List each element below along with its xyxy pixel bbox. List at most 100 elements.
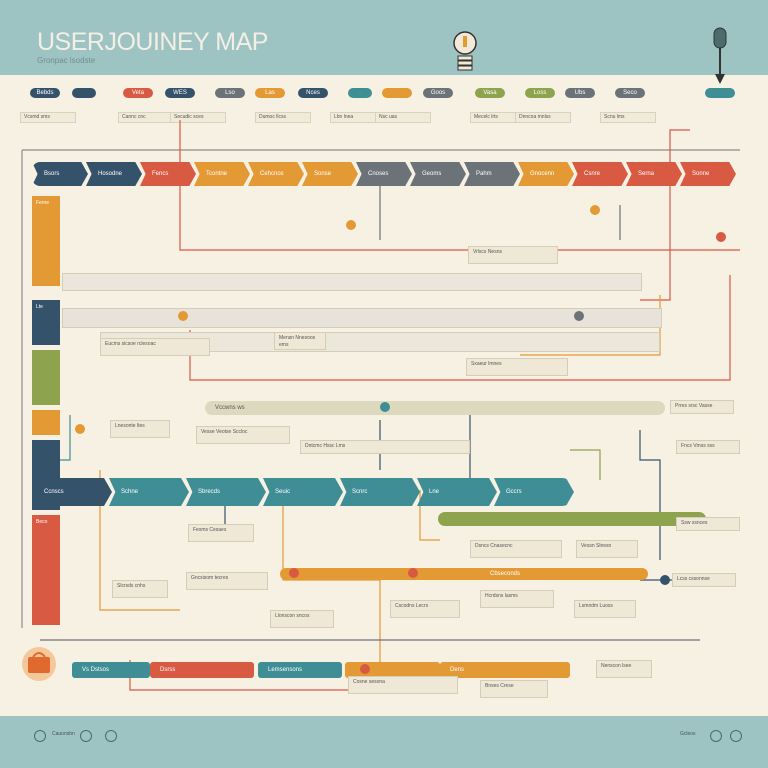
touchpoint-marker[interactable] bbox=[360, 664, 370, 674]
note-card[interactable]: Fesms Cesaes bbox=[188, 524, 254, 542]
touchpoint-marker[interactable] bbox=[408, 568, 418, 578]
note-card[interactable]: Lnesonte ltes bbox=[110, 420, 170, 438]
footer-band bbox=[0, 716, 768, 768]
touchpoint-marker[interactable] bbox=[346, 220, 356, 230]
note-card[interactable]: Nenscon lsee bbox=[596, 660, 652, 678]
note-card[interactable]: Hcrdsns lasms bbox=[480, 590, 554, 608]
note-card[interactable]: Lsmndm Luoss bbox=[574, 600, 636, 618]
top-pill[interactable]: Vasa bbox=[475, 88, 505, 98]
top-pill[interactable] bbox=[348, 88, 372, 98]
footer-label: Cauonsbn bbox=[52, 731, 75, 737]
page-subtitle: Gronpac lsodste bbox=[37, 56, 96, 65]
touchpoint-marker[interactable] bbox=[574, 311, 584, 321]
touchpoint-marker[interactable] bbox=[590, 205, 600, 215]
home-icon[interactable] bbox=[34, 730, 46, 742]
right-note: Lcss cssonnse bbox=[672, 573, 736, 587]
stage-lane-segment[interactable]: Tcontne bbox=[194, 162, 250, 186]
orange-band-label: Cbseconds bbox=[490, 571, 521, 577]
note-card[interactable]: Cscodns Lecrs bbox=[390, 600, 460, 618]
stage-lane-segment[interactable]: Geoms bbox=[410, 162, 466, 186]
note-card[interactable]: Bnses Crese bbox=[480, 680, 548, 698]
stage-lane-segment[interactable]: Cnoses bbox=[356, 162, 412, 186]
note-card[interactable]: Dsncs Cnasecnc bbox=[470, 540, 562, 558]
stage-lane-segment[interactable]: Fencs bbox=[140, 162, 196, 186]
top-pill[interactable]: WES bbox=[165, 88, 195, 98]
note-card[interactable]: Sxaeur lmnes bbox=[466, 358, 568, 376]
note-card[interactable]: Dntcmc Hssc Lms bbox=[300, 440, 470, 454]
note-card[interactable]: Mensn Nnesoos ems bbox=[274, 332, 326, 350]
stage-tag: Dumoc llcss bbox=[255, 112, 311, 123]
note-card[interactable]: Slcrsds cnhs bbox=[112, 580, 168, 598]
teal-lane-segment[interactable]: Scnrc bbox=[340, 478, 420, 506]
bottom-lane-segment[interactable]: Lemsensons bbox=[258, 662, 342, 678]
top-pill[interactable]: Goos bbox=[423, 88, 453, 98]
note-card[interactable]: Vessn Slnesn bbox=[576, 540, 638, 558]
stage-tag: Scnu lms bbox=[600, 112, 656, 123]
teal-lane-segment[interactable]: Sbrecds bbox=[186, 478, 266, 506]
top-pill[interactable]: Lso bbox=[215, 88, 245, 98]
microphone-icon bbox=[713, 27, 727, 84]
top-pill[interactable]: Ubs bbox=[565, 88, 595, 98]
bottom-lane-segment[interactable]: Vs Dstsos bbox=[72, 662, 150, 678]
touchpoint-marker[interactable] bbox=[660, 575, 670, 585]
stage-lane-segment[interactable]: Gnocenn bbox=[518, 162, 574, 186]
shopping-bag-icon bbox=[22, 647, 56, 681]
note-card[interactable]: Vesse Veotse Sccloc bbox=[196, 426, 290, 444]
green-band: Vccwns ws bbox=[205, 401, 665, 415]
side-block-label: Ferne bbox=[36, 200, 50, 206]
lightbulb-icon bbox=[453, 31, 477, 71]
header-band bbox=[0, 0, 768, 75]
right-note: Prres srsc Vasse bbox=[670, 400, 734, 414]
stage-lane-segment[interactable]: Pahm bbox=[464, 162, 520, 186]
orange-band: Cbseconds bbox=[280, 568, 648, 580]
side-block-orange: Ferne bbox=[32, 196, 60, 286]
touchpoint-marker[interactable] bbox=[716, 232, 726, 242]
touchpoint-marker[interactable] bbox=[178, 311, 188, 321]
teal-lane-segment[interactable]: Gccrs bbox=[494, 478, 574, 506]
note-card[interactable]: Vrlscs Nesns bbox=[468, 246, 558, 264]
side-block-label: Beco bbox=[36, 519, 48, 525]
stage-lane-segment[interactable]: Serna bbox=[626, 162, 682, 186]
stage-lane-segment[interactable]: Cehcnos bbox=[248, 162, 304, 186]
top-pill[interactable] bbox=[705, 88, 735, 98]
right-note: Ssw ssnces bbox=[676, 517, 740, 531]
menu-icon[interactable] bbox=[730, 730, 742, 742]
side-block-orange-2 bbox=[32, 410, 60, 435]
info-icon[interactable] bbox=[105, 730, 117, 742]
bottom-lane-segment[interactable]: Dens bbox=[440, 662, 570, 678]
note-card[interactable]: Eucms sicsoe rclesoac bbox=[100, 338, 210, 356]
page-title: USERJOUINEY MAP bbox=[37, 28, 268, 56]
stage-lane-segment[interactable]: Csnre bbox=[572, 162, 628, 186]
teal-lane-segment[interactable]: Lne bbox=[417, 478, 497, 506]
top-pill[interactable]: Veta bbox=[123, 88, 153, 98]
top-pill[interactable]: Loss bbox=[525, 88, 555, 98]
top-pill[interactable]: Nces bbox=[298, 88, 328, 98]
side-block-red: Beco bbox=[32, 515, 60, 625]
note-card[interactable]: Llonscon sncos bbox=[270, 610, 334, 628]
top-pill[interactable] bbox=[382, 88, 412, 98]
right-note: Fncs Vmss sss bbox=[676, 440, 740, 454]
top-pill[interactable]: Las bbox=[255, 88, 285, 98]
top-pill[interactable]: Bebds bbox=[30, 88, 60, 98]
touchpoint-marker[interactable] bbox=[380, 402, 390, 412]
stage-lane-segment[interactable]: Sonne bbox=[680, 162, 736, 186]
chat-icon[interactable] bbox=[80, 730, 92, 742]
teal-lane-segment[interactable]: Ccnscs bbox=[32, 478, 112, 506]
bottom-lane-segment[interactable]: Dsrss bbox=[150, 662, 254, 678]
top-pill[interactable]: Seco bbox=[615, 88, 645, 98]
stage-lane-segment[interactable]: Bsors bbox=[32, 162, 88, 186]
stage-tag: Secudic sces bbox=[170, 112, 226, 123]
footer-label: Gcleos bbox=[680, 731, 696, 737]
stage-tag: Dnncoa mnlss bbox=[515, 112, 571, 123]
side-block-label: Lte bbox=[36, 304, 43, 310]
touchpoint-marker[interactable] bbox=[289, 568, 299, 578]
top-pill[interactable] bbox=[72, 88, 96, 98]
teal-lane-segment[interactable]: Schne bbox=[109, 478, 189, 506]
note-card[interactable]: Cosne sesona bbox=[348, 676, 458, 694]
touchpoint-marker[interactable] bbox=[75, 424, 85, 434]
stage-lane-segment[interactable]: Hosodne bbox=[86, 162, 142, 186]
stage-lane-segment[interactable]: Sonse bbox=[302, 162, 358, 186]
teal-lane-segment[interactable]: Seuic bbox=[263, 478, 343, 506]
signal-icon[interactable] bbox=[710, 730, 722, 742]
note-card[interactable]: Gncsisom tecres bbox=[186, 572, 268, 590]
